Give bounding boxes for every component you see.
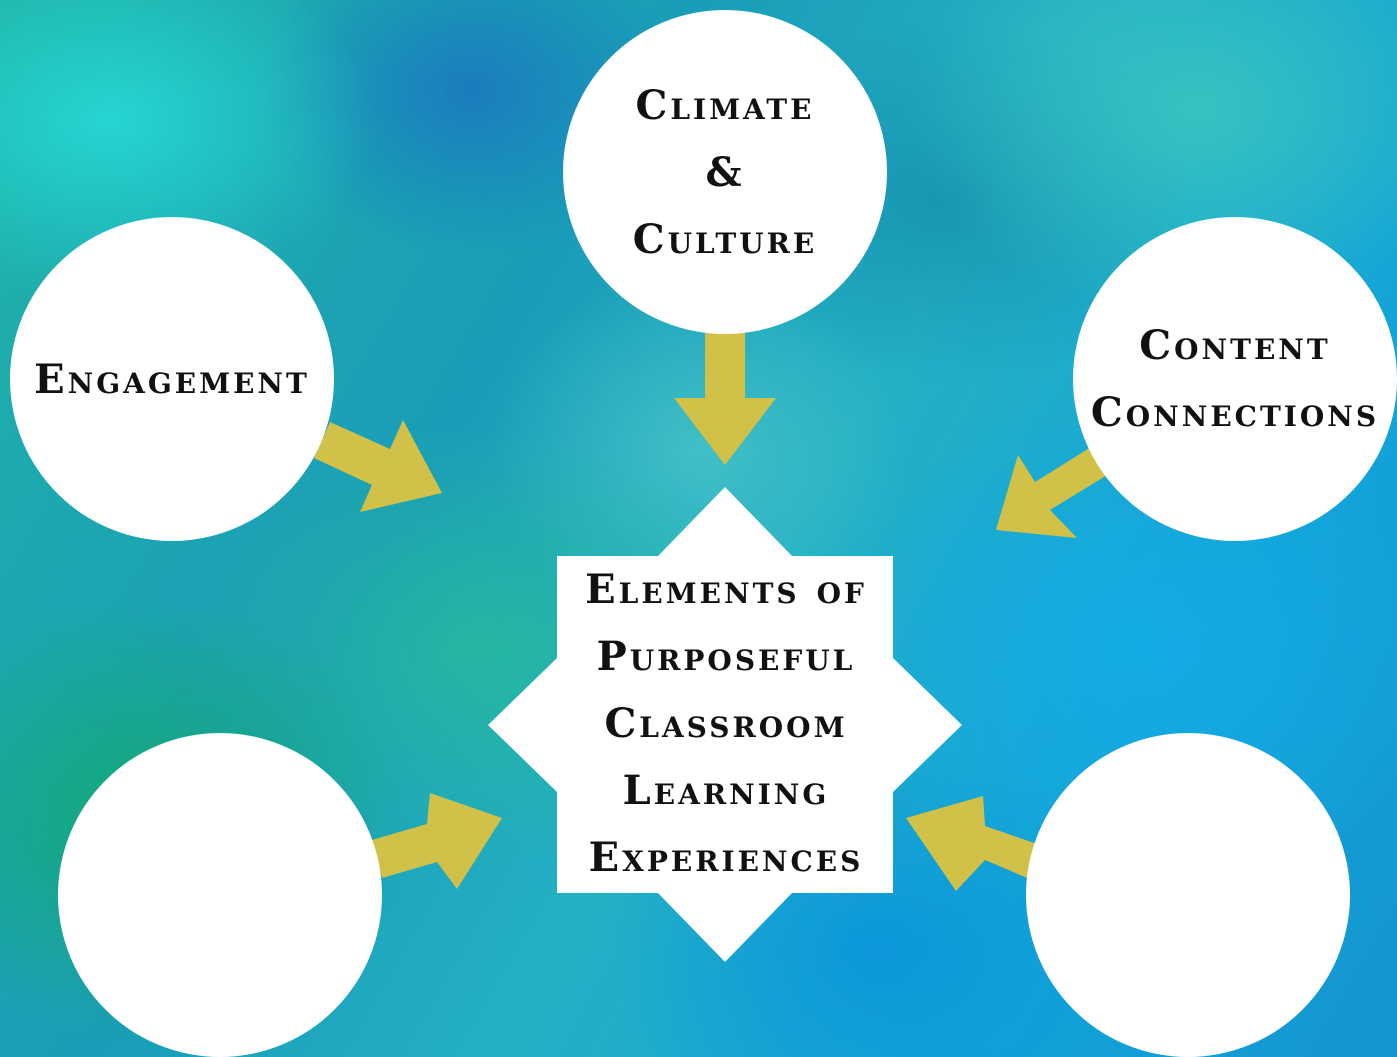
node-content-connections: Content Connections xyxy=(1073,217,1397,541)
arrow-bottomleft-to-center xyxy=(372,793,502,889)
node-bottom-left-blank xyxy=(58,733,382,1057)
center-line-3: Classroom xyxy=(604,700,848,747)
center-line-4: Learning xyxy=(622,767,830,814)
center-line-2: Purposeful xyxy=(596,633,856,680)
arrow-engagement-to-center xyxy=(314,420,442,512)
node-climate-culture: Climate & Culture xyxy=(563,10,887,334)
node-bottom-right-blank xyxy=(1026,733,1350,1057)
arrow-bottomright-to-center xyxy=(906,796,1040,891)
arrow-content-to-center xyxy=(996,444,1112,538)
culture-label: Culture xyxy=(632,215,818,263)
center-title: Elements of Purposeful Classroom Learnin… xyxy=(530,556,922,891)
ampersand-label: & xyxy=(705,148,745,196)
center-line-5: Experiences xyxy=(588,834,864,881)
center-star xyxy=(488,487,962,962)
arrow-climate-to-center xyxy=(674,333,776,465)
climate-label: Climate xyxy=(635,81,815,129)
content-label: Content xyxy=(1139,322,1331,369)
center-line-1: Elements of xyxy=(585,566,867,613)
connections-label: Connections xyxy=(1090,389,1380,436)
node-engagement: Engagement xyxy=(10,217,334,541)
engagement-label: Engagement xyxy=(34,355,310,403)
